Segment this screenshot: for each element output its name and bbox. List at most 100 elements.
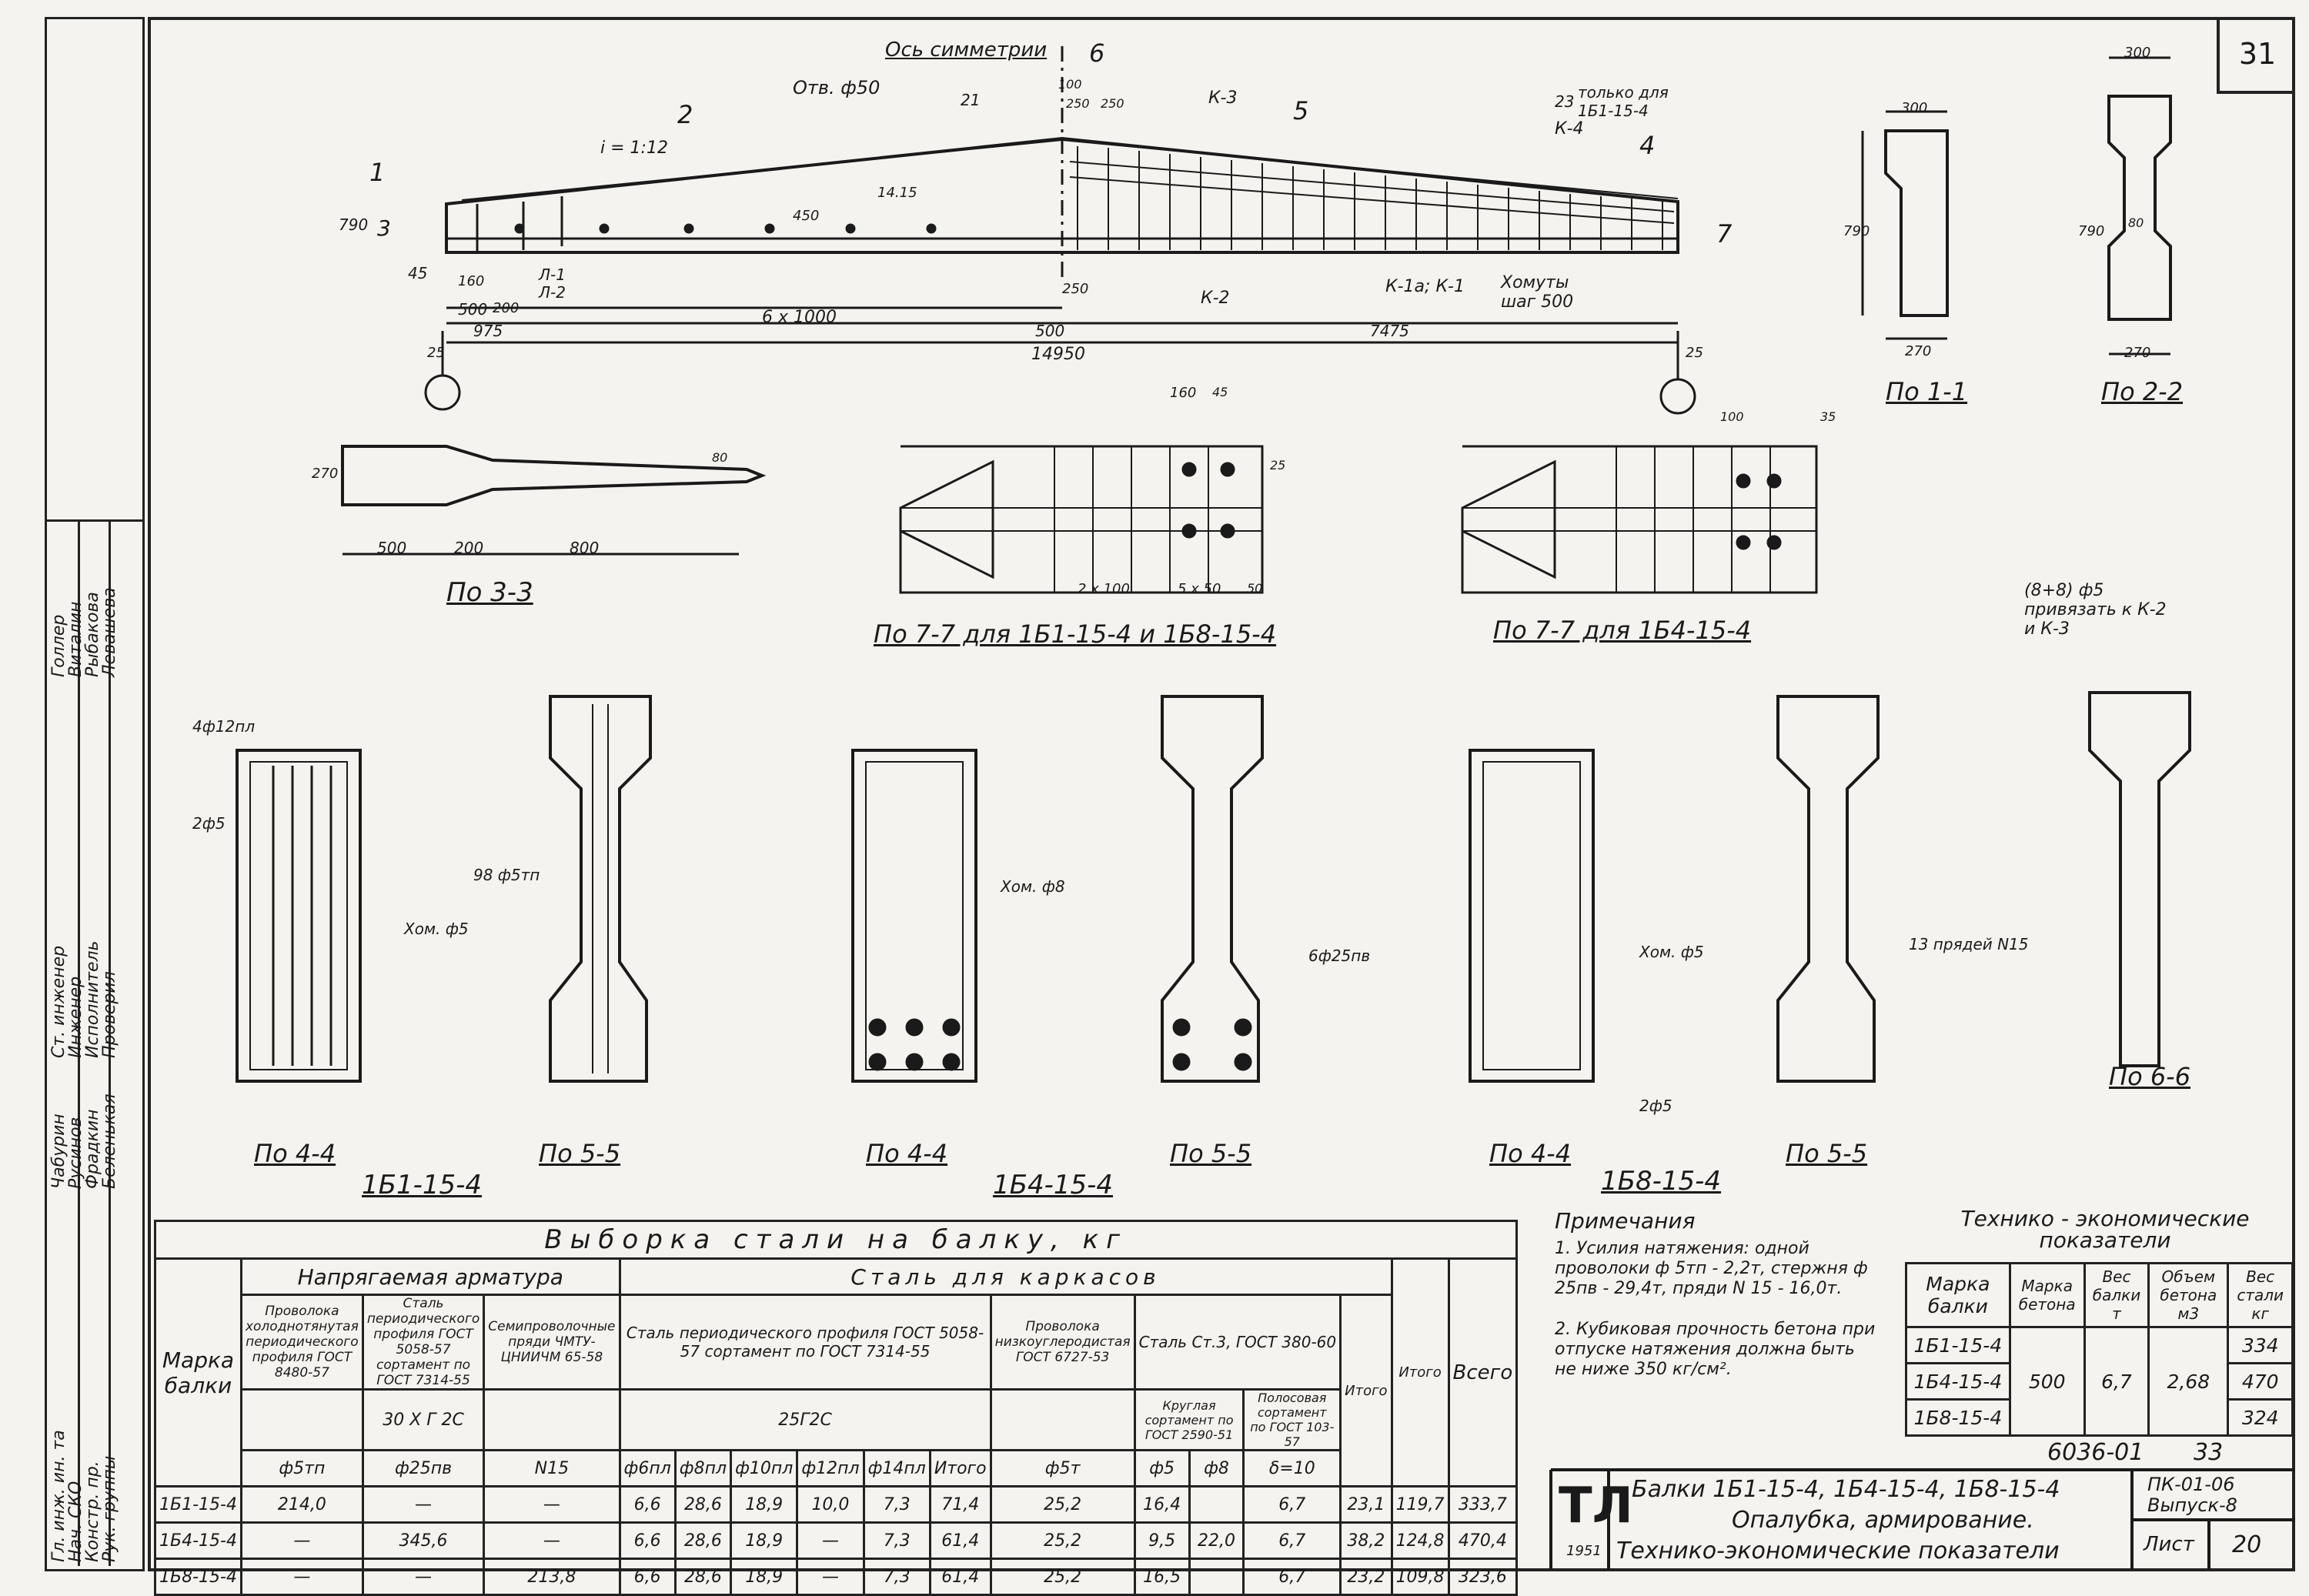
section-5-5-1b4 [1161,695,1264,1083]
callout-hom-f8: Хом. ф8 [1001,877,1065,896]
teco-h-concrete: Марка бетона [2008,1262,2086,1328]
mark-l2: Л-2 [539,283,566,302]
col-f5tp: ф5тп [239,1449,364,1487]
cut-5: 5 [1293,96,1309,125]
teco-h-volume: Объем бетона м3 [2147,1262,2230,1328]
teco-title: Технико - экономические показатели [1960,1206,2250,1253]
section-7-7-a [899,445,1264,594]
cell [1188,1485,1245,1524]
h-per2: Сталь периодического профиля ГОСТ 5058-5… [618,1294,992,1391]
dim-11-300: 300 [1901,100,1928,116]
sheet-label: Лист [2144,1533,2194,1556]
h-total-a: Итого [1390,1257,1450,1487]
clamp-step-label: шаг 500 [1501,292,1574,312]
series: ПК-01-06 [2147,1474,2235,1495]
col-f25pv: ф25пв [361,1449,486,1487]
callout-23: 23 [1555,92,1575,111]
dim-22-80: 80 [2128,215,2144,230]
teco-h-mark: Марка балки [1905,1262,2011,1328]
cell: 22,0 [1188,1521,1245,1560]
dim-77-25: 25 [1270,458,1286,472]
section-5-5-1b8 [1776,695,1880,1083]
cell: 213,8 [483,1558,621,1596]
section-1-1 [1861,110,1949,340]
teco-table: Марка балки Марка бетона Вес балки т Объ… [1905,1262,2294,1437]
mark-l1: Л-1 [539,265,566,284]
only-for-label: только для [1578,83,1669,102]
teco-mark-2: 1Б4-15-4 [1905,1362,2011,1401]
col-f6: ф6пл [618,1449,677,1487]
h-total: Всего [1447,1257,1519,1487]
beam-elevation [424,46,1696,415]
dim-14950: 14950 [1031,345,1085,364]
h-grade1: 30 Х Г 2С [361,1388,486,1451]
dim-22-270: 270 [2124,345,2151,361]
dim-11-790: 790 [1843,223,1870,239]
callout-2f5-a: 2ф5 [192,814,226,833]
cell: 25,2 [989,1485,1136,1524]
cell: 6,6 [618,1485,677,1524]
cell: 16,4 [1133,1485,1191,1524]
teco-concrete: 500 [2008,1326,2086,1437]
mark-k1: К-1а; К-1 [1385,277,1465,296]
cell: 124,8 [1390,1521,1450,1560]
dim-77-50: 50 [1247,581,1263,596]
callout-21: 21 [961,91,981,109]
dim-22-300: 300 [2124,45,2151,61]
group-1b8: 1Б8-15-4 [1601,1166,1722,1197]
cut-4: 4 [1639,131,1656,160]
steel-table-title: Выборка стали на балку, кг [153,1220,1519,1260]
cell: 25,2 [989,1558,1136,1596]
view-title-2-2: По 2-2 [2101,377,2184,406]
section-2-2 [2107,56,2172,356]
cut-2: 2 [677,100,693,129]
cell: 6,6 [618,1558,677,1596]
row-mark: 1Б8-15-4 [154,1558,242,1596]
teco-h-weight: Вес балки т [2083,1262,2150,1328]
hole-label: Отв. ф50 [793,77,880,98]
cell: 6,7 [1242,1485,1342,1524]
cell: 38,2 [1339,1521,1393,1560]
section-3-3 [341,445,767,556]
cell: 25,2 [989,1521,1136,1560]
dim-25b: 25 [1686,345,1703,361]
cell: 214,0 [239,1485,364,1524]
title-line-2: Опалубка, армирование. [1732,1507,2034,1534]
callout-4f12: 4ф12пл [192,717,256,736]
view-title-6-6: По 6-6 [2109,1062,2191,1091]
cell: 10,0 [796,1485,865,1524]
dim-77-35: 35 [1820,409,1836,424]
year: 1951 [1566,1543,1602,1559]
notes-title: Примечания [1555,1208,1696,1234]
view-title-7-7b: По 7-7 для 1Б4-15-4 [1493,616,1752,645]
dim-450: 450 [793,208,820,224]
dim-25a: 25 [427,345,445,361]
section-7-7-b [1461,445,1818,594]
group-1b1: 1Б1-15-4 [362,1170,483,1200]
cell: 23,2 [1339,1558,1393,1596]
teco-h-steel: Вес стали кг [2227,1262,2294,1328]
h-mark: Марка балки [154,1257,242,1487]
view-title-4-4-b: По 4-4 [866,1139,948,1168]
title-line-1: Балки 1Б1-15-4, 1Б4-15-4, 1Б8-15-4 [1632,1476,2060,1503]
clamps-label: Хомуты [1501,273,1569,292]
callout-98f5: 98 ф5тп [473,866,540,884]
sheet-no: 20 [2232,1531,2262,1558]
cell: 28,6 [673,1521,733,1560]
callout-13strands: 13 прядей N15 [1909,935,2029,953]
title-block-lines [1549,1468,2295,1570]
dim-160: 160 [458,273,485,289]
note-1: 1. Усилия натяжения: одной проволоки ф 5… [1555,1239,1868,1298]
view-title-7-7a: По 7-7 для 1Б1-15-4 и 1Б8-15-4 [874,619,1277,649]
logo: ТЛ [1559,1477,1633,1534]
view-title-1-1: По 1-1 [1886,377,1968,406]
cell: — [361,1558,486,1596]
h-grade-empty2 [989,1388,1136,1451]
cell: 18,9 [730,1521,799,1560]
row-mark: 1Б1-15-4 [154,1485,242,1524]
h-st3: Сталь Ст.3, ГОСТ 380-60 [1133,1294,1342,1391]
cell: 109,8 [1390,1558,1450,1596]
h-wire: Проволока холоднотянутая периодического … [239,1294,364,1391]
